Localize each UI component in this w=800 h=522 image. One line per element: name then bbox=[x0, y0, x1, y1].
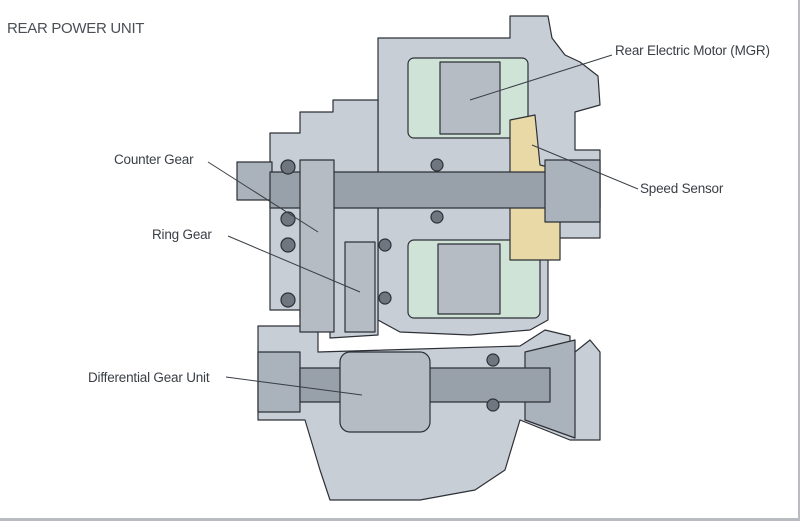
ring-gear-leader bbox=[227, 235, 361, 293]
bearing bbox=[430, 158, 444, 172]
motor-label: Rear Electric Motor (MGR) bbox=[615, 43, 770, 58]
bearing bbox=[280, 292, 296, 308]
bearing bbox=[280, 211, 296, 227]
differential-case bbox=[339, 351, 431, 433]
upper-windings bbox=[439, 61, 501, 135]
bearing bbox=[378, 238, 392, 252]
counter-gear bbox=[299, 159, 335, 333]
shaft-end bbox=[544, 159, 601, 223]
bearing bbox=[486, 398, 500, 412]
speed-sensor-leader bbox=[531, 144, 639, 190]
speed-sensor-label: Speed Sensor bbox=[640, 181, 724, 196]
motor-leader bbox=[469, 54, 613, 101]
counter-gear-leader bbox=[207, 161, 319, 233]
lower-windings bbox=[437, 243, 501, 315]
ring-gear bbox=[344, 241, 376, 333]
bearing bbox=[280, 237, 296, 253]
side-cap bbox=[236, 161, 273, 201]
bearing bbox=[378, 291, 392, 305]
diagram-title: REAR POWER UNIT bbox=[7, 20, 145, 37]
differential-label: Differential Gear Unit bbox=[88, 370, 210, 385]
left-flange bbox=[257, 351, 301, 413]
bearing bbox=[430, 210, 444, 224]
counter-gear-label: Counter Gear bbox=[114, 152, 194, 167]
bearing bbox=[280, 159, 296, 175]
ring-gear-label: Ring Gear bbox=[152, 227, 212, 242]
differential-leader bbox=[225, 376, 363, 396]
bearing bbox=[486, 353, 500, 367]
